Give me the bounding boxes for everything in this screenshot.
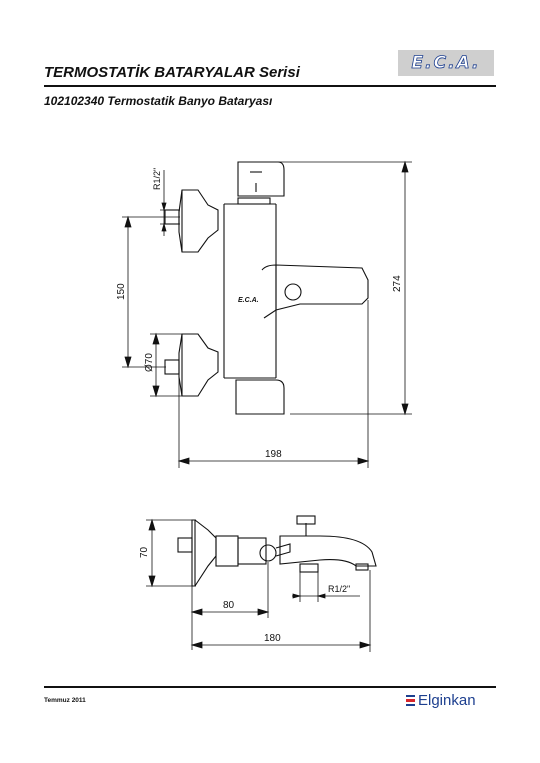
top-view: 70 80 R1/2" 180 xyxy=(139,515,377,652)
dim-198-label: 198 xyxy=(265,449,282,460)
body-logo-text: E.C.A. xyxy=(238,297,259,304)
series-title-suffix: Serisi xyxy=(259,64,300,81)
dim-70 xyxy=(146,518,196,588)
dim-150-label: 150 xyxy=(116,283,127,300)
footer-rule xyxy=(44,686,496,688)
header-rule xyxy=(44,85,496,87)
product-title: 102102340 Termostatik Banyo Bataryası xyxy=(44,94,273,108)
dim-80-label: 80 xyxy=(223,600,235,611)
elginkan-logo: Elginkan xyxy=(406,692,476,709)
series-title-main: TERMOSTATİK BATARYALAR xyxy=(44,64,255,81)
dim-thread-top xyxy=(292,572,360,602)
mixer-body xyxy=(223,161,285,415)
dim-80 xyxy=(190,562,270,650)
dim-thread-top-label: R1/2" xyxy=(328,584,350,594)
dim-274-label: 274 xyxy=(392,275,403,292)
eca-logo: E.C.A. xyxy=(398,50,494,76)
lower-inlet xyxy=(164,333,219,397)
lever-handle xyxy=(261,264,369,319)
dim-thread-front-label: R1/2" xyxy=(152,168,162,190)
dim-diameter-label: Ø70 xyxy=(144,353,155,372)
front-view: E.C.A. 274 150 R1/2" xyxy=(116,160,412,468)
eca-logo-text: E.C.A. xyxy=(411,53,481,74)
dim-274 xyxy=(270,160,412,416)
dim-180 xyxy=(190,570,372,652)
top-inlet xyxy=(177,519,217,587)
top-body xyxy=(215,515,377,573)
dim-150 xyxy=(122,215,180,369)
upper-inlet xyxy=(164,189,219,253)
elginkan-brand-text: Elginkan xyxy=(418,692,476,709)
footer-date: Temmuz 2011 xyxy=(44,697,86,704)
body-logo: E.C.A. xyxy=(238,297,259,304)
dim-198 xyxy=(177,300,370,468)
elginkan-mark-icon xyxy=(406,694,415,707)
dim-thread-front xyxy=(160,170,180,236)
dim-70-label: 70 xyxy=(139,546,150,558)
dim-180-label: 180 xyxy=(264,633,281,644)
series-title: TERMOSTATİK BATARYALAR Serisi xyxy=(44,64,300,81)
dim-diameter xyxy=(150,332,182,398)
